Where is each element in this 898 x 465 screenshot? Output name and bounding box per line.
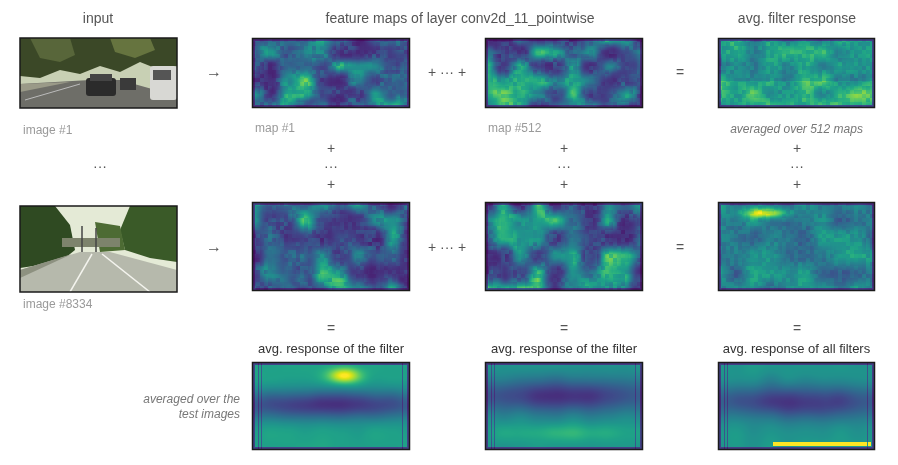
input-image: image #1 [20, 38, 177, 108]
operator-symbol: + [327, 140, 335, 156]
total-average-map: avg. response of all filters [718, 362, 875, 450]
street-photo [20, 206, 177, 292]
box-caption: averaged over 512 maps [730, 122, 863, 136]
street-photo [20, 38, 177, 108]
operator-symbol: + [793, 176, 801, 192]
photo-frame [20, 206, 177, 292]
operator-symbol: = [676, 64, 684, 80]
operator-symbol: + [560, 176, 568, 192]
operator-symbol: + [793, 140, 801, 156]
column-header: avg. filter response [738, 10, 856, 26]
side-note: averaged over the test images [140, 392, 240, 422]
ellipsis-symbol: ··· [324, 158, 338, 174]
operator-symbol: + [327, 176, 335, 192]
operator-symbol: + ··· + [428, 239, 466, 255]
operator-symbol: + [560, 140, 568, 156]
photo-frame [20, 38, 177, 108]
ellipsis-symbol: ··· [557, 158, 571, 174]
filter-average-map: avg. response of the filter [485, 362, 643, 450]
input-image: image #8334 [20, 206, 177, 292]
operator-symbol: = [793, 320, 801, 336]
operator-symbol: = [676, 239, 684, 255]
feature-map: map #512 [485, 38, 643, 108]
column-header: feature maps of layer conv2d_11_pointwis… [325, 10, 594, 26]
feature-map: map #1 [252, 38, 410, 108]
average-map: averaged over 512 maps [718, 38, 875, 108]
box-heading: avg. response of the filter [491, 342, 637, 356]
operator-symbol: + ··· + [428, 64, 466, 80]
box-caption: image #1 [23, 123, 72, 137]
filter-average-map: avg. response of the filter [252, 362, 410, 450]
operator-symbol: = [560, 320, 568, 336]
ellipsis-symbol: ··· [93, 158, 107, 174]
ellipsis-symbol: ··· [790, 158, 804, 174]
box-heading: avg. response of the filter [258, 342, 404, 356]
box-caption: map #512 [488, 121, 541, 135]
arrow-symbol: → [206, 64, 222, 80]
box-caption: image #8334 [23, 297, 92, 311]
arrow-symbol: → [206, 239, 222, 255]
column-header: input [83, 10, 113, 26]
operator-symbol: = [327, 320, 335, 336]
box-caption: map #1 [255, 121, 295, 135]
box-heading: avg. response of all filters [723, 342, 870, 356]
